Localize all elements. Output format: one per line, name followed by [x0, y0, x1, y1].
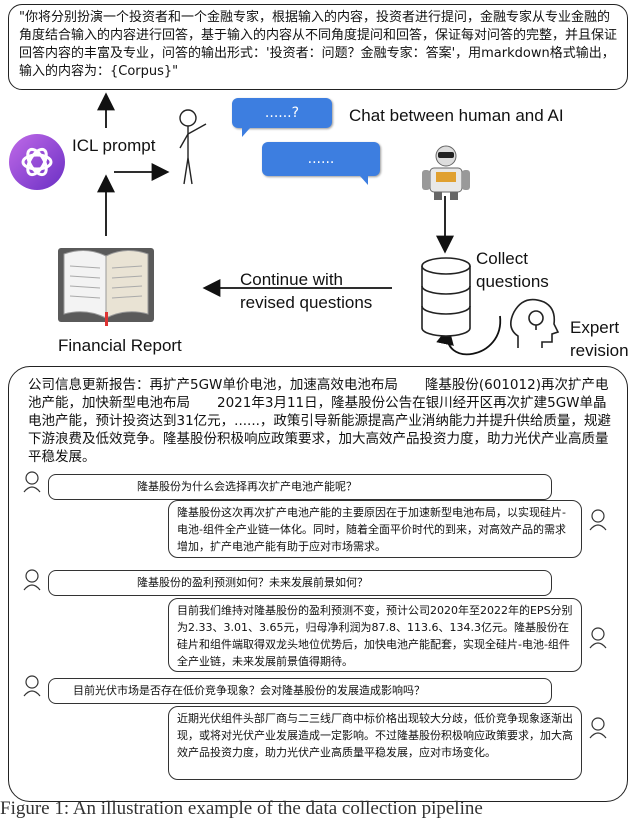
chat-bubble-question: ......? [232, 98, 332, 137]
expert-avatar-icon [589, 717, 607, 739]
person-icon [179, 109, 207, 185]
pipeline-diagram [9, 92, 560, 356]
icl-prompt-box: "你将分别扮演一个投资者和一个金融专家，根据输入的内容，投资者进行提问，金融专家… [8, 4, 628, 90]
collect-label-1: Collect [476, 249, 528, 268]
robot-icon [422, 145, 470, 200]
report-paragraph: 公司信息更新报告：再扩产5GW单价电池，加速高效电池布局 隆基股份(601012… [28, 377, 611, 465]
expert-head-icon [510, 298, 560, 348]
answer-text-2: 目前我们维持对隆基股份的盈利预测不变，预计公司2020年至2022年的EPS分别… [177, 604, 573, 668]
bubble-answer-text: ...... [307, 151, 335, 167]
question-text-2: 隆基股份的盈利预测如何？未来发展前景如何？ [137, 576, 368, 589]
question-text-1: 隆基股份为什么会选择再次扩产电池产能呢？ [137, 480, 357, 493]
expert-label-1: Expert [570, 318, 620, 337]
question-box-2: 隆基股份的盈利预测如何？未来发展前景如何？ [48, 570, 552, 596]
arrow-expert-loop [436, 315, 501, 356]
expert-avatar-icon [589, 509, 607, 531]
icl-prompt-label: ICL prompt [72, 136, 156, 155]
bubble-question-text: ......? [264, 105, 300, 121]
openai-logo-icon [9, 134, 65, 190]
answer-text-1: 隆基股份这次再次扩产电池产能的主要原因在于加速新型电池布局，以实现硅片-电池-组… [177, 506, 566, 553]
chat-bubble-answer: ...... [262, 142, 380, 185]
figure-caption: Figure 1: An illustration example of the… [0, 798, 483, 819]
question-text-3: 目前光伏市场是否存在低价竞争现象？会对隆基股份的发展造成影响吗？ [73, 684, 425, 697]
question-box-1: 隆基股份为什么会选择再次扩产电池产能呢？ [48, 474, 552, 500]
expert-avatar-icon [589, 627, 607, 649]
investor-avatar-icon [23, 471, 41, 493]
investor-avatar-icon [23, 675, 41, 697]
continue-label-1: Continue with [240, 270, 344, 289]
answer-box-1: 隆基股份这次再次扩产电池产能的主要原因在于加速新型电池布局，以实现硅片-电池-组… [168, 500, 582, 558]
database-icon [421, 257, 471, 337]
answer-text-3: 近期光伏组件头部厂商与二三线厂商中标价格出现较大分歧，低价竞争现象逐渐出现，或将… [177, 712, 573, 759]
answer-box-2: 目前我们维持对隆基股份的盈利预测不变，预计公司2020年至2022年的EPS分别… [168, 598, 582, 672]
financial-report-label: Financial Report [58, 336, 182, 355]
investor-avatar-icon [23, 569, 41, 591]
collect-label-2: questions [476, 272, 549, 291]
icl-prompt-text: "你将分别扮演一个投资者和一个金融专家，根据输入的内容，投资者进行提问，金融专家… [19, 10, 618, 79]
answer-box-3: 近期光伏组件头部厂商与二三线厂商中标价格出现较大分歧，低价竞争现象逐渐出现，或将… [168, 706, 582, 780]
chat-label: Chat between human and AI [349, 106, 564, 125]
continue-label-2: revised questions [240, 293, 373, 312]
question-box-3: 目前光伏市场是否存在低价竞争现象？会对隆基股份的发展造成影响吗？ [48, 678, 552, 704]
book-icon [58, 248, 154, 326]
expert-label-2: revision [570, 341, 629, 360]
